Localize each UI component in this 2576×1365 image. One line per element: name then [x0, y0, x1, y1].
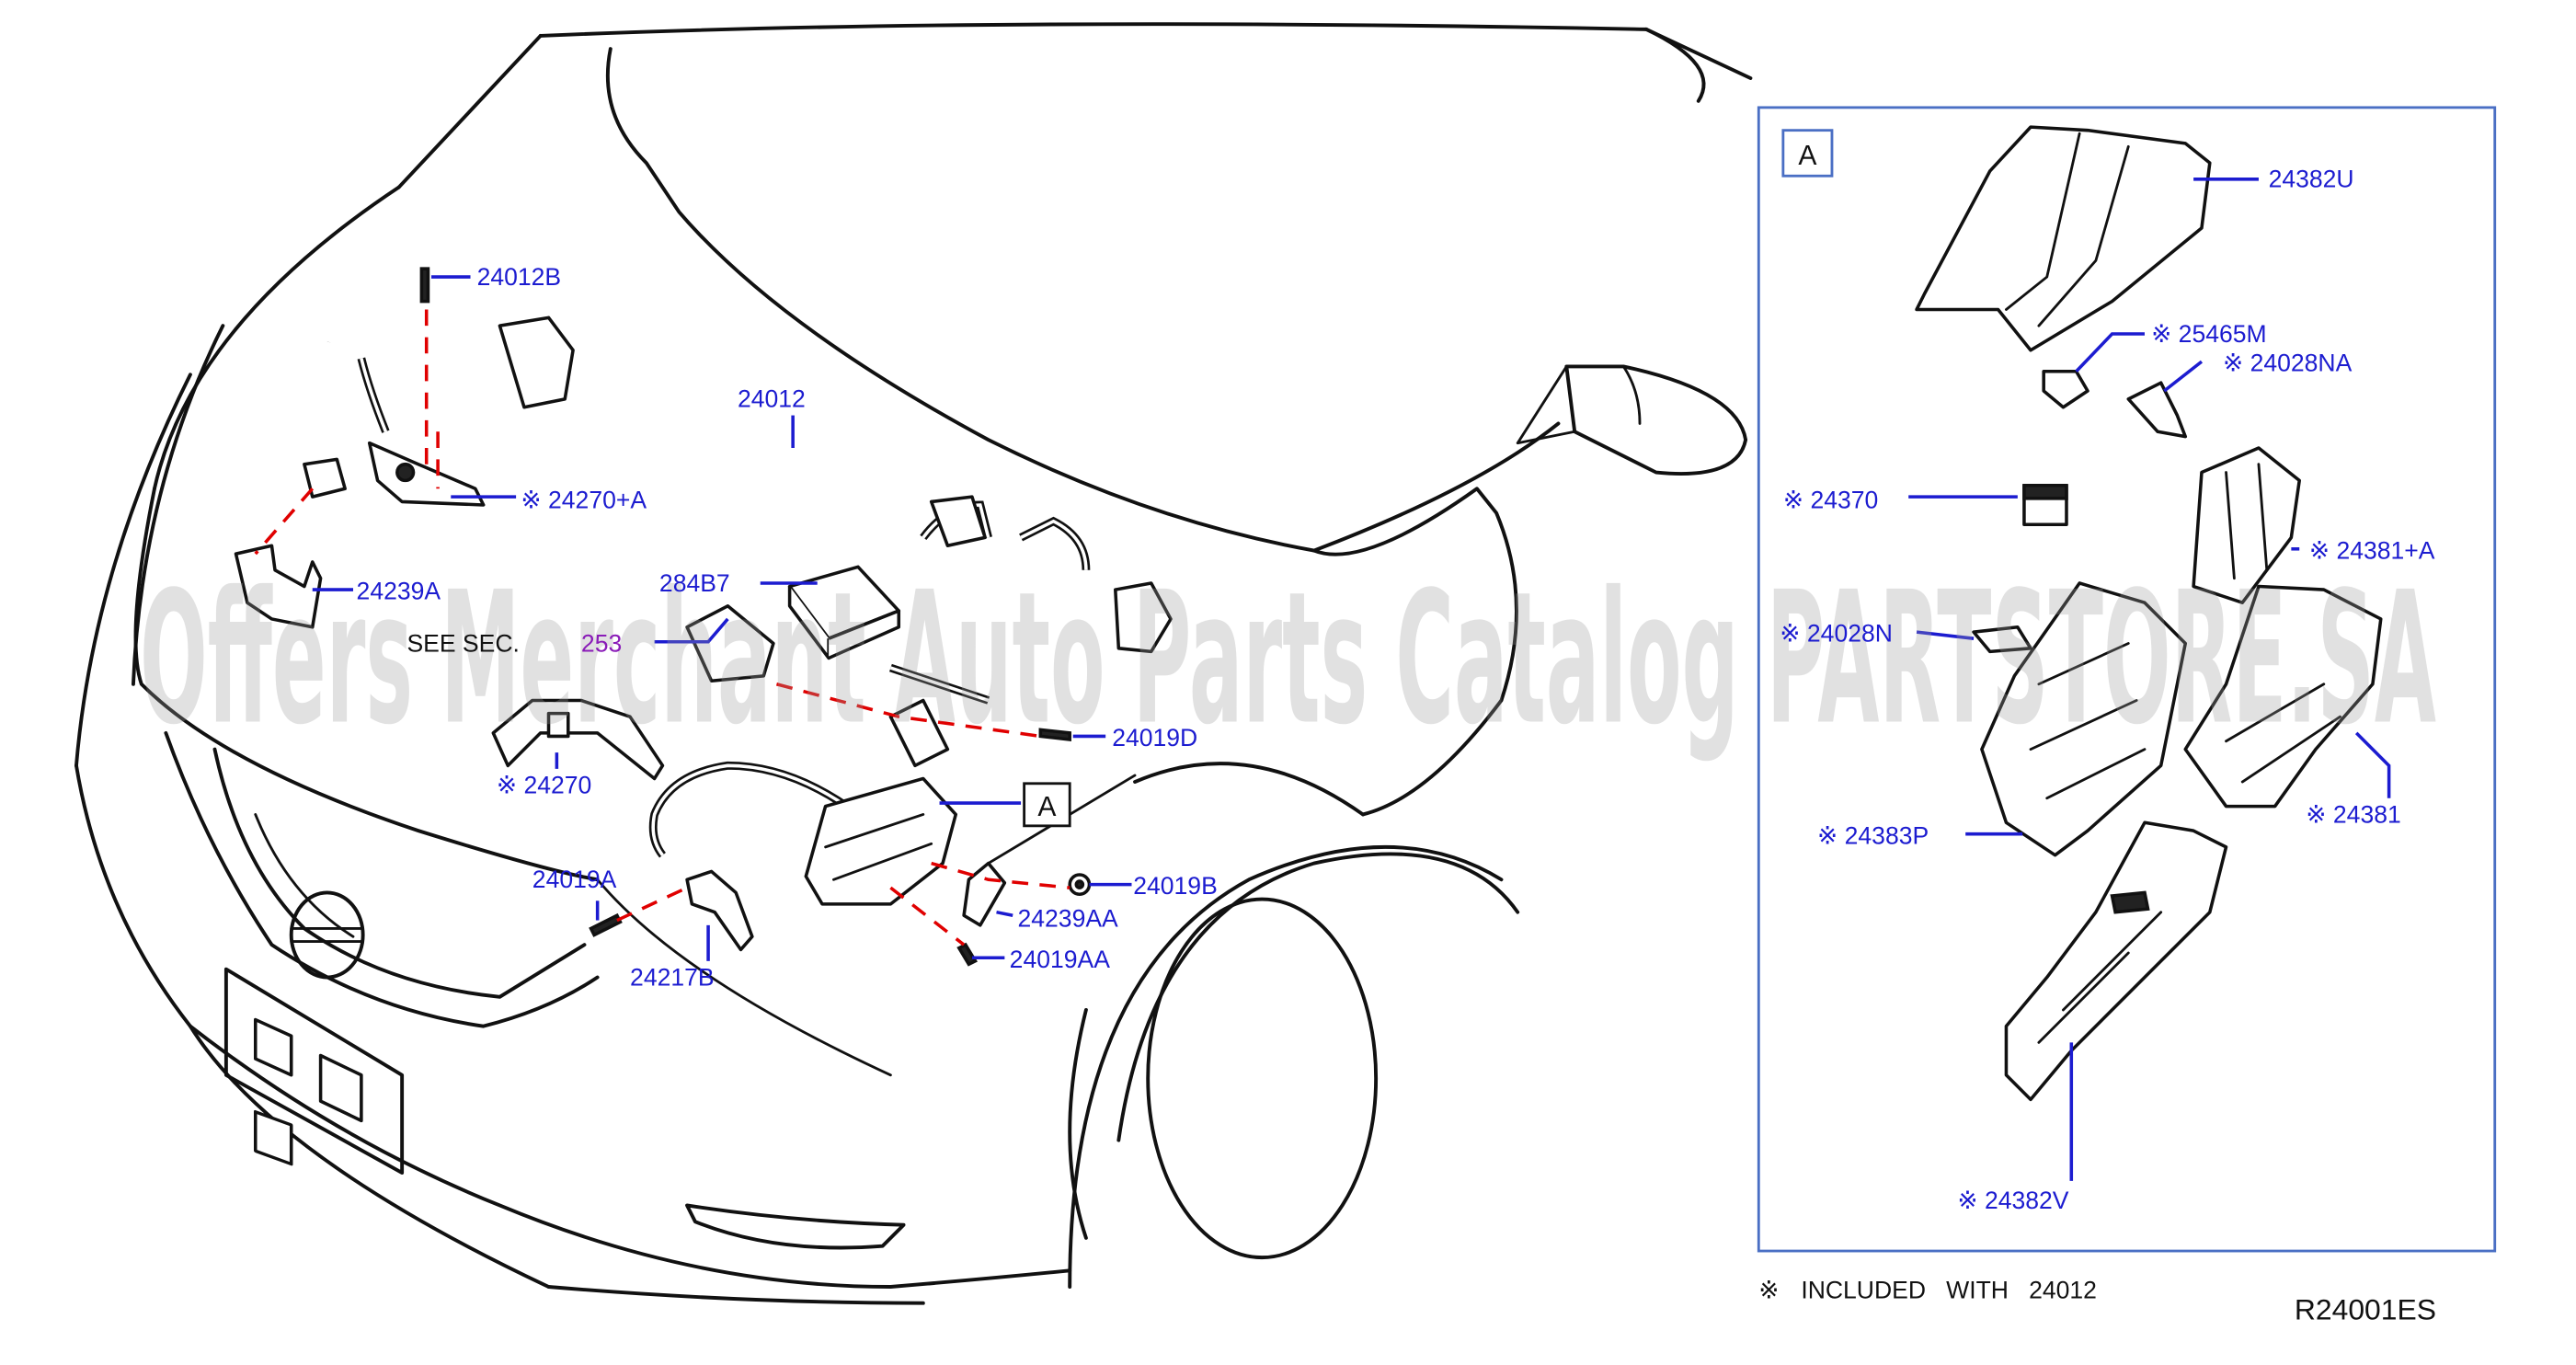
callout-24370[interactable]: ※ 24370	[1783, 487, 1878, 514]
callout-24012[interactable]: 24012	[738, 385, 806, 413]
watermark: Offers Merchant Auto Parts Catalog PARTS…	[140, 553, 2436, 765]
car-body-outline	[74, 22, 1753, 1305]
callout-24239a[interactable]: 24239A	[357, 578, 441, 605]
detail-a-reference[interactable]: A	[1023, 782, 1071, 828]
footnote-symbol: ※	[1758, 1276, 1779, 1303]
see-section-note: SEE SEC. 253	[406, 629, 622, 657]
see-section-text: SEE SEC.	[406, 629, 519, 657]
callout-284b7[interactable]: 284B7	[659, 569, 730, 597]
footnote-text: INCLUDED WITH 24012	[1801, 1276, 2097, 1303]
assembly-lines	[254, 309, 1070, 946]
callout-24239aa[interactable]: 24239AA	[1018, 905, 1119, 933]
callout-24012b[interactable]: 24012B	[477, 263, 562, 291]
callouts-detail: 24382U ※ 25465M ※ 24028NA ※ 24370 ※ 2438…	[1780, 166, 2434, 1214]
detail-box-label: A	[1798, 141, 1817, 171]
callout-24028na[interactable]: ※ 24028NA	[2223, 350, 2353, 377]
callout-24270-a[interactable]: ※ 24270+A	[521, 487, 647, 514]
callout-24019d[interactable]: 24019D	[1112, 724, 1197, 751]
callout-24383p[interactable]: ※ 24383P	[1817, 821, 1929, 849]
footnote: ※ INCLUDED WITH 24012	[1758, 1276, 2097, 1303]
callout-24019b[interactable]: 24019B	[1133, 872, 1218, 900]
callout-24270[interactable]: ※ 24270	[497, 771, 591, 798]
detail-a-ref-label: A	[1037, 792, 1057, 822]
detail-box-a	[1757, 106, 2497, 1253]
callout-24217b[interactable]: 24217B	[630, 963, 715, 991]
callout-24381[interactable]: ※ 24381	[2306, 800, 2400, 828]
callout-25465m[interactable]: ※ 25465M	[2151, 320, 2267, 348]
callout-24382u[interactable]: 24382U	[2269, 166, 2354, 193]
callout-24019aa[interactable]: 24019AA	[1010, 946, 1111, 973]
engine-harness	[280, 315, 1173, 906]
callout-24019a[interactable]: 24019A	[532, 866, 617, 893]
callouts-main: 24012B 24012 ※ 24270+A 24239A 284B7 2401…	[357, 263, 1218, 991]
callout-24381-a[interactable]: ※ 24381+A	[2309, 536, 2435, 564]
diagram-code: R24001ES	[2295, 1292, 2436, 1325]
callout-24382v[interactable]: ※ 24382V	[1957, 1187, 2068, 1214]
leader-lines	[312, 178, 2391, 1181]
section-253-link[interactable]: 253	[581, 629, 622, 657]
callout-24028n[interactable]: ※ 24028N	[1780, 620, 1893, 648]
